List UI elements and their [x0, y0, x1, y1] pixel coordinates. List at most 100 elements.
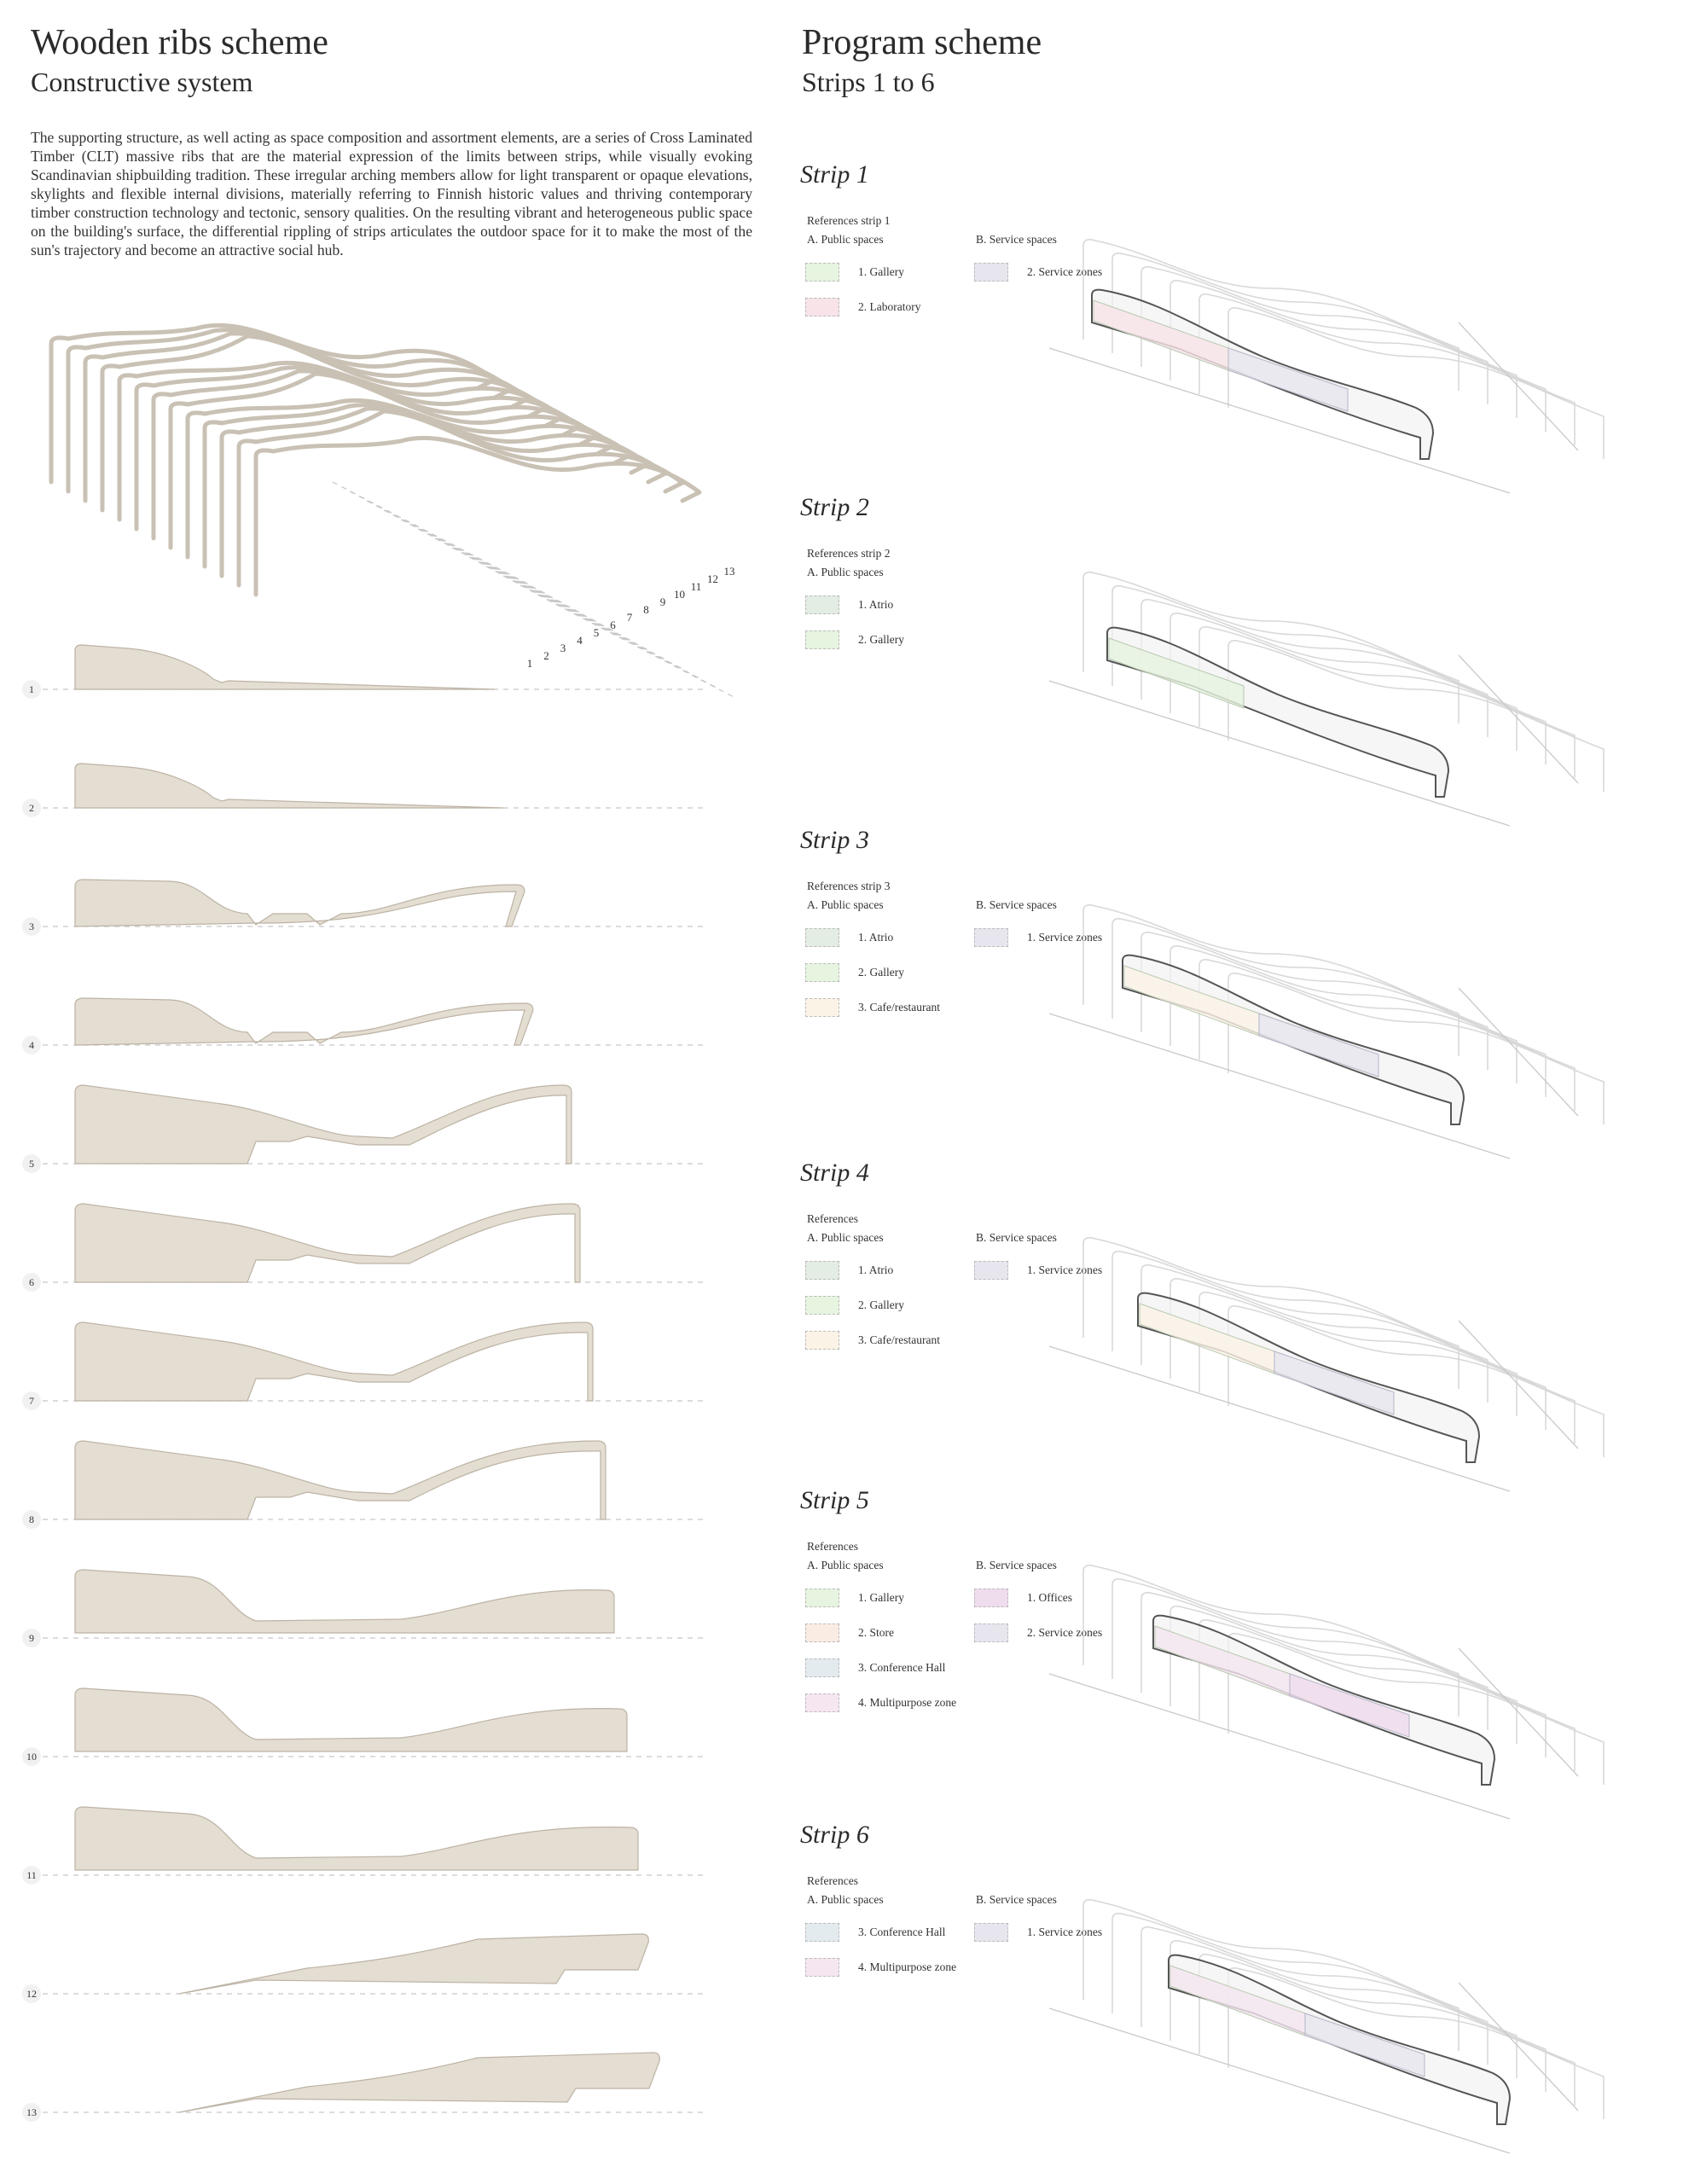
strip-title: Strip 3 — [800, 826, 869, 854]
axo-number: 11 — [690, 580, 702, 593]
legend-swatch — [974, 928, 1008, 947]
section-number: 13 — [22, 2103, 41, 2122]
description-paragraph: The supporting structure, as well acting… — [31, 129, 752, 258]
references-heading: References — [807, 1212, 858, 1225]
legend-swatch — [805, 1331, 839, 1350]
section-rib-1 — [74, 644, 496, 690]
program-zone — [1227, 347, 1349, 412]
context-rib — [1198, 1619, 1576, 1771]
context-rib — [1227, 1305, 1605, 1457]
axo-rib-9 — [185, 398, 634, 560]
legend-swatch — [805, 1623, 839, 1642]
axo-guide-11 — [502, 575, 700, 679]
axo-rib-6 — [134, 365, 583, 531]
section-rib-12 — [178, 1933, 649, 1995]
ground-line — [1458, 322, 1579, 451]
axo-guide-13 — [537, 594, 734, 698]
axo-guide-9 — [468, 556, 666, 660]
section-rib-10 — [74, 1687, 628, 1752]
axo-rib-2 — [66, 328, 514, 494]
context-rib — [1198, 626, 1576, 778]
section-number: 6 — [22, 1273, 41, 1292]
context-rib — [1227, 1967, 1605, 2119]
references-heading: References strip 1 — [807, 214, 891, 227]
axo-number: 8 — [643, 603, 649, 616]
section-number: 9 — [22, 1629, 41, 1647]
references-heading: References strip 2 — [807, 547, 891, 560]
legend-swatch — [805, 1923, 839, 1942]
public-spaces-heading: A. Public spaces — [807, 233, 884, 246]
public-spaces-heading: A. Public spaces — [807, 566, 884, 578]
section-rib-3 — [74, 879, 525, 927]
legend-label: 3. Conference Hall — [858, 1926, 946, 1938]
legend-label: 1. Gallery — [858, 265, 904, 278]
context-rib — [1140, 599, 1518, 751]
context-rib — [1140, 1926, 1518, 2078]
legend-swatch — [805, 298, 839, 317]
legend-swatch — [974, 263, 1008, 282]
service-spaces-heading: B. Service spaces — [976, 1893, 1057, 1906]
context-rib — [1140, 266, 1518, 418]
context-rib — [1198, 959, 1576, 1111]
axo-number: 9 — [659, 595, 666, 608]
service-spaces-heading: B. Service spaces — [976, 1231, 1057, 1244]
axo-guide-7 — [434, 537, 632, 642]
context-rib — [1111, 1251, 1489, 1403]
ground-line — [1458, 987, 1579, 1117]
axo-guide-6 — [417, 528, 615, 632]
ribs-axonometric — [49, 322, 734, 698]
axo-number: 10 — [674, 588, 685, 601]
section-number: 12 — [22, 1984, 41, 2003]
legend-swatch — [805, 1296, 839, 1315]
context-rib — [1227, 973, 1605, 1124]
axo-guide-3 — [366, 500, 564, 604]
ground-line — [1458, 1647, 1579, 1777]
legend-label: 1. Atrio — [858, 1263, 894, 1276]
section-number: 11 — [22, 1866, 41, 1885]
ground-line — [1458, 654, 1579, 784]
section-number: 2 — [22, 799, 41, 817]
left-title: Wooden ribs scheme — [31, 23, 328, 62]
section-number: 1 — [22, 680, 41, 699]
ground-line — [1048, 1345, 1511, 1492]
context-rib — [1227, 640, 1605, 792]
strip-axonometric — [1048, 1899, 1605, 2154]
axo-rib-1 — [49, 322, 497, 485]
axo-number: 5 — [593, 626, 600, 639]
axo-number: 6 — [610, 619, 616, 631]
axo-guide-4 — [383, 509, 581, 613]
service-spaces-heading: B. Service spaces — [976, 1559, 1057, 1571]
references-heading: References — [807, 1540, 858, 1553]
context-rib — [1169, 280, 1547, 432]
program-zone — [1289, 1673, 1410, 1738]
legend-label: 2. Gallery — [858, 1298, 904, 1311]
ground-line — [1048, 680, 1511, 827]
axo-number: 1 — [526, 657, 533, 670]
public-spaces-heading: A. Public spaces — [807, 1559, 884, 1571]
context-rib — [1082, 572, 1460, 723]
context-rib — [1169, 945, 1547, 1097]
axo-number: 3 — [560, 642, 566, 654]
strip-title: Strip 1 — [800, 160, 869, 189]
axo-rib-5 — [117, 360, 566, 522]
program-zone — [1258, 1013, 1379, 1077]
program-zone — [1108, 637, 1245, 709]
context-rib — [1111, 1913, 1489, 2065]
section-rib-13 — [178, 2052, 660, 2113]
program-zone — [1274, 1350, 1395, 1415]
context-rib — [1082, 904, 1460, 1056]
legend-swatch — [805, 1589, 839, 1607]
section-number: 7 — [22, 1391, 41, 1410]
strip-axonometric — [1048, 904, 1605, 1159]
section-number: 8 — [22, 1510, 41, 1529]
strip-title: Strip 6 — [800, 1821, 869, 1849]
section-rib-7 — [74, 1321, 594, 1402]
axo-number: 4 — [577, 634, 583, 647]
legend-swatch — [805, 928, 839, 947]
references-heading: References — [807, 1874, 858, 1887]
context-rib — [1082, 239, 1460, 391]
legend-swatch — [805, 1261, 839, 1280]
context-rib — [1140, 1264, 1518, 1416]
axo-number: 12 — [707, 572, 718, 585]
context-rib — [1169, 613, 1547, 764]
